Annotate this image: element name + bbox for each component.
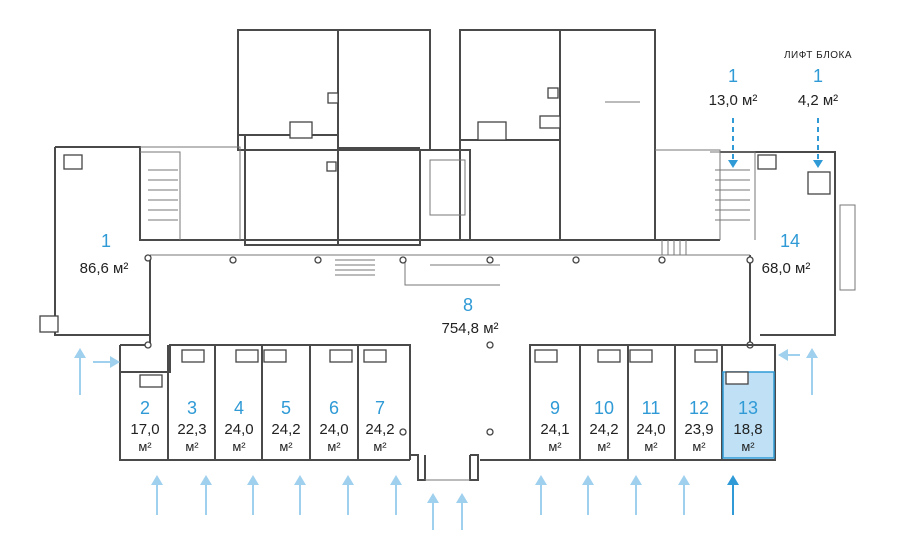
shop-12-area: 23,9 (684, 421, 713, 438)
shop-9-area: 24,1 (540, 421, 569, 438)
shop-3-area: 22,3 (177, 421, 206, 438)
shop-5-unit: м² (279, 439, 293, 454)
shop-7-area: 24,2 (365, 421, 394, 438)
shop-10-number: 10 (594, 398, 614, 418)
room-14-area: 68,0 м² (762, 260, 811, 277)
shop-5-number: 5 (281, 398, 291, 418)
shop-10-unit: м² (597, 439, 611, 454)
shop-2-number: 2 (140, 398, 150, 418)
shop-12-number: 12 (689, 398, 709, 418)
shop-4-unit: м² (232, 439, 246, 454)
leader-lines (728, 118, 823, 168)
shop-6-area: 24,0 (319, 421, 348, 438)
entry-arrows (74, 348, 818, 530)
room-1-lift-hall-area: 13,0 м² (709, 92, 758, 109)
shop-2-unit: м² (138, 439, 152, 454)
shop-2-area: 17,0 (130, 421, 159, 438)
shop-13-fixture (725, 371, 749, 385)
shop-3-number: 3 (187, 398, 197, 418)
upper-block (237, 29, 656, 246)
main-hall-walls (39, 146, 856, 346)
shop-13-unit: м² (741, 439, 755, 454)
shop-13-number: 13 (738, 398, 758, 418)
entrance (410, 454, 479, 481)
shop-7-unit: м² (373, 439, 387, 454)
shop-11-area: 24,0 (636, 421, 665, 438)
shop-11-number: 11 (642, 398, 661, 418)
shop-row-left (119, 344, 411, 461)
shop-11-unit: м² (644, 439, 658, 454)
shop-labels: 2 17,0 м² 3 22,3 м² 4 24,0 м² 5 24,2 м² … (130, 398, 762, 454)
shop-13-highlight (722, 371, 775, 459)
shop-12-unit: м² (692, 439, 706, 454)
room-1-lift-number: 1 (813, 66, 823, 86)
shop-5-area: 24,2 (271, 421, 300, 438)
room-14-number: 14 (780, 231, 800, 251)
shop-6-unit: м² (327, 439, 341, 454)
shop-3-unit: м² (185, 439, 199, 454)
room-8-area: 754,8 м² (441, 320, 498, 337)
hall-columns (144, 254, 754, 436)
shop-13-area: 18,8 (733, 421, 762, 438)
shop-7-number: 7 (375, 398, 385, 418)
room-1-lift-hall-number: 1 (728, 66, 738, 86)
shop-9-unit: м² (548, 439, 562, 454)
shop-10-area: 24,2 (589, 421, 618, 438)
shop-4-number: 4 (234, 398, 244, 418)
shop-6-number: 6 (329, 398, 339, 418)
room-1-number: 1 (101, 231, 111, 251)
shop-row-right (480, 344, 776, 461)
shop-4-area: 24,0 (224, 421, 253, 438)
room-1-lift-area: 4,2 м² (798, 92, 838, 109)
lift-block-label: ЛИФТ БЛОКА (784, 50, 852, 61)
room-1-area: 86,6 м² (80, 260, 129, 277)
shop-9-number: 9 (550, 398, 560, 418)
room-8-number: 8 (463, 295, 473, 315)
